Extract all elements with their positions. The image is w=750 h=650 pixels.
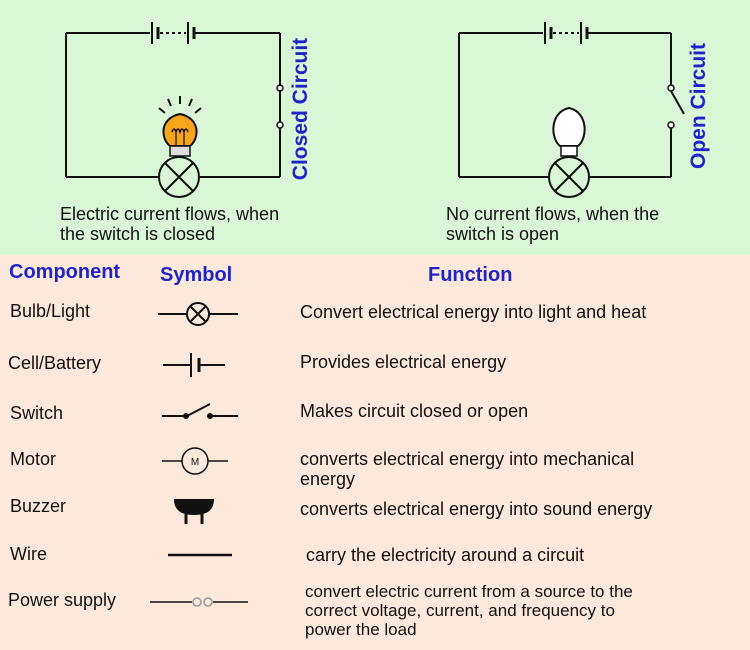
circuit-diagrams-panel: [0, 0, 750, 255]
function-line: Convert electrical energy into light and…: [300, 302, 647, 322]
function-header: Function: [428, 264, 513, 286]
cell-symbol-icon: [163, 353, 225, 377]
component-name: Power supply: [8, 590, 117, 610]
function-text: convert electric current from a source t…: [305, 582, 633, 639]
function-line: Makes circuit closed or open: [300, 401, 529, 421]
open-circuit-caption: No current flows, when the switch is ope…: [446, 204, 659, 244]
symbol-header: Symbol: [160, 264, 233, 286]
function-text: Convert electrical energy into light and…: [300, 302, 646, 322]
component-name: Bulb/Light: [10, 301, 91, 321]
power-supply-symbol-icon: [150, 597, 248, 607]
component-name: Wire: [10, 544, 47, 564]
component-name: Motor: [10, 449, 57, 469]
open-circuit-label: Open Circuit: [687, 43, 710, 170]
caption-line: Electric current flows, when: [60, 204, 280, 224]
caption-line: the switch is closed: [60, 224, 216, 244]
closed-circuit-caption: Electric current flows, when the switch …: [60, 204, 279, 244]
lit-bulb-icon: [162, 112, 198, 157]
function-line: correct voltage, current, and frequency …: [305, 601, 615, 620]
component-header: Component: [9, 261, 121, 283]
function-line: converts electrical energy into mechanic…: [300, 449, 635, 469]
open-circuit-diagram: [458, 22, 685, 198]
function-text: Makes circuit closed or open: [300, 401, 528, 421]
wire-symbol-icon: [168, 553, 232, 557]
motor-symbol-icon: M: [162, 447, 228, 475]
closed-switch-icon: [276, 84, 284, 129]
caption-line: No current flows, when the: [446, 204, 660, 224]
buzzer-symbol-icon: [174, 499, 214, 524]
function-line: converts electrical energy into sound en…: [300, 499, 653, 519]
unlit-bulb-icon: [552, 106, 586, 157]
function-line: power the load: [305, 620, 417, 639]
function-text: converts electrical energy into sound en…: [300, 499, 652, 519]
function-text: carry the electricity around a circuit: [306, 545, 584, 565]
function-line: Provides electrical energy: [300, 352, 507, 372]
components-table-panel: [0, 255, 750, 650]
component-name: Switch: [10, 403, 64, 423]
function-text: converts electrical energy into mechanic…: [300, 449, 634, 489]
closed-circuit-diagram: [65, 22, 284, 198]
switch-symbol-icon: [162, 403, 238, 419]
motor-letter: M: [191, 457, 199, 468]
function-line: carry the electricity around a circuit: [306, 545, 585, 565]
open-switch-icon: [667, 84, 685, 129]
function-text: Provides electrical energy: [300, 352, 506, 372]
function-line: energy: [300, 469, 356, 489]
component-name: Buzzer: [10, 496, 67, 516]
caption-line: switch is open: [446, 224, 560, 244]
bulb-symbol-icon: [158, 302, 238, 326]
component-name: Cell/Battery: [8, 353, 102, 373]
function-line: convert electric current from a source t…: [305, 582, 633, 601]
